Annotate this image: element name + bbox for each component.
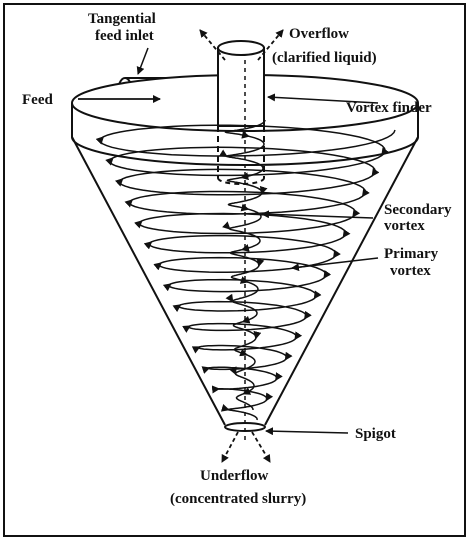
primary-vortex-arrow (199, 347, 200, 348)
secondary-vortex-arrow (241, 177, 245, 178)
secondary-vortex-arrow (245, 354, 247, 355)
label-feed: Feed (22, 92, 53, 108)
label-vortex-finder: Vortex finder (346, 100, 432, 116)
label-secondary-line2: vortex (384, 218, 425, 234)
label-primary-line1: Primary (384, 246, 439, 262)
label-primary-line2: vortex (390, 263, 431, 279)
label-spigot: Spigot (355, 426, 396, 442)
label-tangential-line2: feed inlet (95, 28, 154, 44)
label-tangential-line1: Tangential (88, 11, 156, 27)
secondary-vortex-arrow (245, 208, 248, 209)
label-underflow-line2: (concentrated slurry) (170, 491, 306, 507)
primary-vortex-leader (292, 258, 378, 268)
primary-vortex-arrow (189, 326, 191, 327)
primary-vortex-arrow (314, 296, 316, 299)
secondary-vortex-arrow (242, 249, 245, 250)
secondary-vortex-arrow (243, 393, 245, 394)
label-overflow-line1: Overflow (289, 26, 349, 42)
label-overflow-line2: (clarified liquid) (272, 50, 377, 66)
underflow-arrows (222, 432, 270, 462)
secondary-vortex-arrow (243, 321, 245, 322)
primary-vortex-arrow (149, 242, 151, 244)
secondary-vortex-arrow (245, 281, 248, 282)
primary-vortex-arrow (266, 399, 267, 400)
label-secondary-line1: Secondary (384, 202, 452, 218)
label-underflow-line1: Underflow (200, 468, 268, 484)
spigot-leader (266, 431, 348, 433)
tangential-inlet-leader (138, 48, 148, 74)
